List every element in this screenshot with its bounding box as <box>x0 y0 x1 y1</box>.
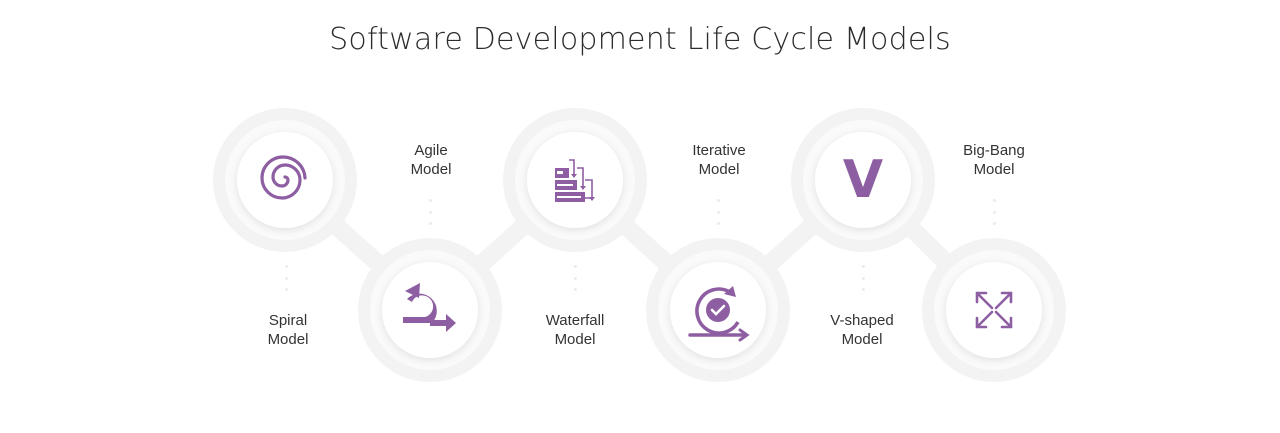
label-line: Model <box>554 331 596 348</box>
label-line: Iterative <box>692 142 746 159</box>
node-agile-model[interactable] <box>382 262 478 358</box>
label-v-shaped-model: V-shaped Model <box>802 311 922 349</box>
iterative-cycle-check-icon <box>688 286 750 342</box>
node-spiral-model[interactable] <box>237 132 333 228</box>
dotted-guide <box>574 265 578 300</box>
label-line: Waterfall <box>545 312 605 329</box>
page-title: Software Development Life Cycle Models <box>329 22 951 57</box>
label-big-bang-model: Big-Bang Model <box>934 141 1054 179</box>
label-line: Model <box>698 161 740 178</box>
dotted-guide <box>717 199 721 234</box>
v-letter-icon: V <box>842 150 884 210</box>
label-line: Big-Bang <box>963 142 1025 159</box>
label-line: Model <box>973 161 1015 178</box>
label-line: Model <box>841 331 883 348</box>
label-line: V-shaped <box>830 312 894 329</box>
dotted-guide <box>285 265 289 300</box>
dotted-guide <box>862 265 866 300</box>
label-line: Spiral <box>268 312 308 329</box>
label-iterative-model: Iterative Model <box>659 141 779 179</box>
expand-arrows-icon <box>975 291 1013 329</box>
label-line: Model <box>267 331 309 348</box>
label-line: Model <box>410 161 452 178</box>
label-spiral-model: Spiral Model <box>228 311 348 349</box>
node-v-shaped-model[interactable] <box>815 132 911 228</box>
spiral-icon <box>260 155 307 200</box>
agile-loop-arrow-icon <box>403 283 456 332</box>
node-waterfall-model[interactable] <box>527 132 623 228</box>
inner-disks <box>237 132 1042 358</box>
dotted-guide <box>993 199 997 234</box>
node-big-bang-model[interactable] <box>946 262 1042 358</box>
node-iterative-model[interactable] <box>670 262 766 358</box>
label-waterfall-model: Waterfall Model <box>515 311 635 349</box>
dotted-guide <box>429 199 433 234</box>
label-line: Agile <box>414 142 448 159</box>
waterfall-steps-icon <box>555 159 595 202</box>
label-agile-model: Agile Model <box>371 141 491 179</box>
